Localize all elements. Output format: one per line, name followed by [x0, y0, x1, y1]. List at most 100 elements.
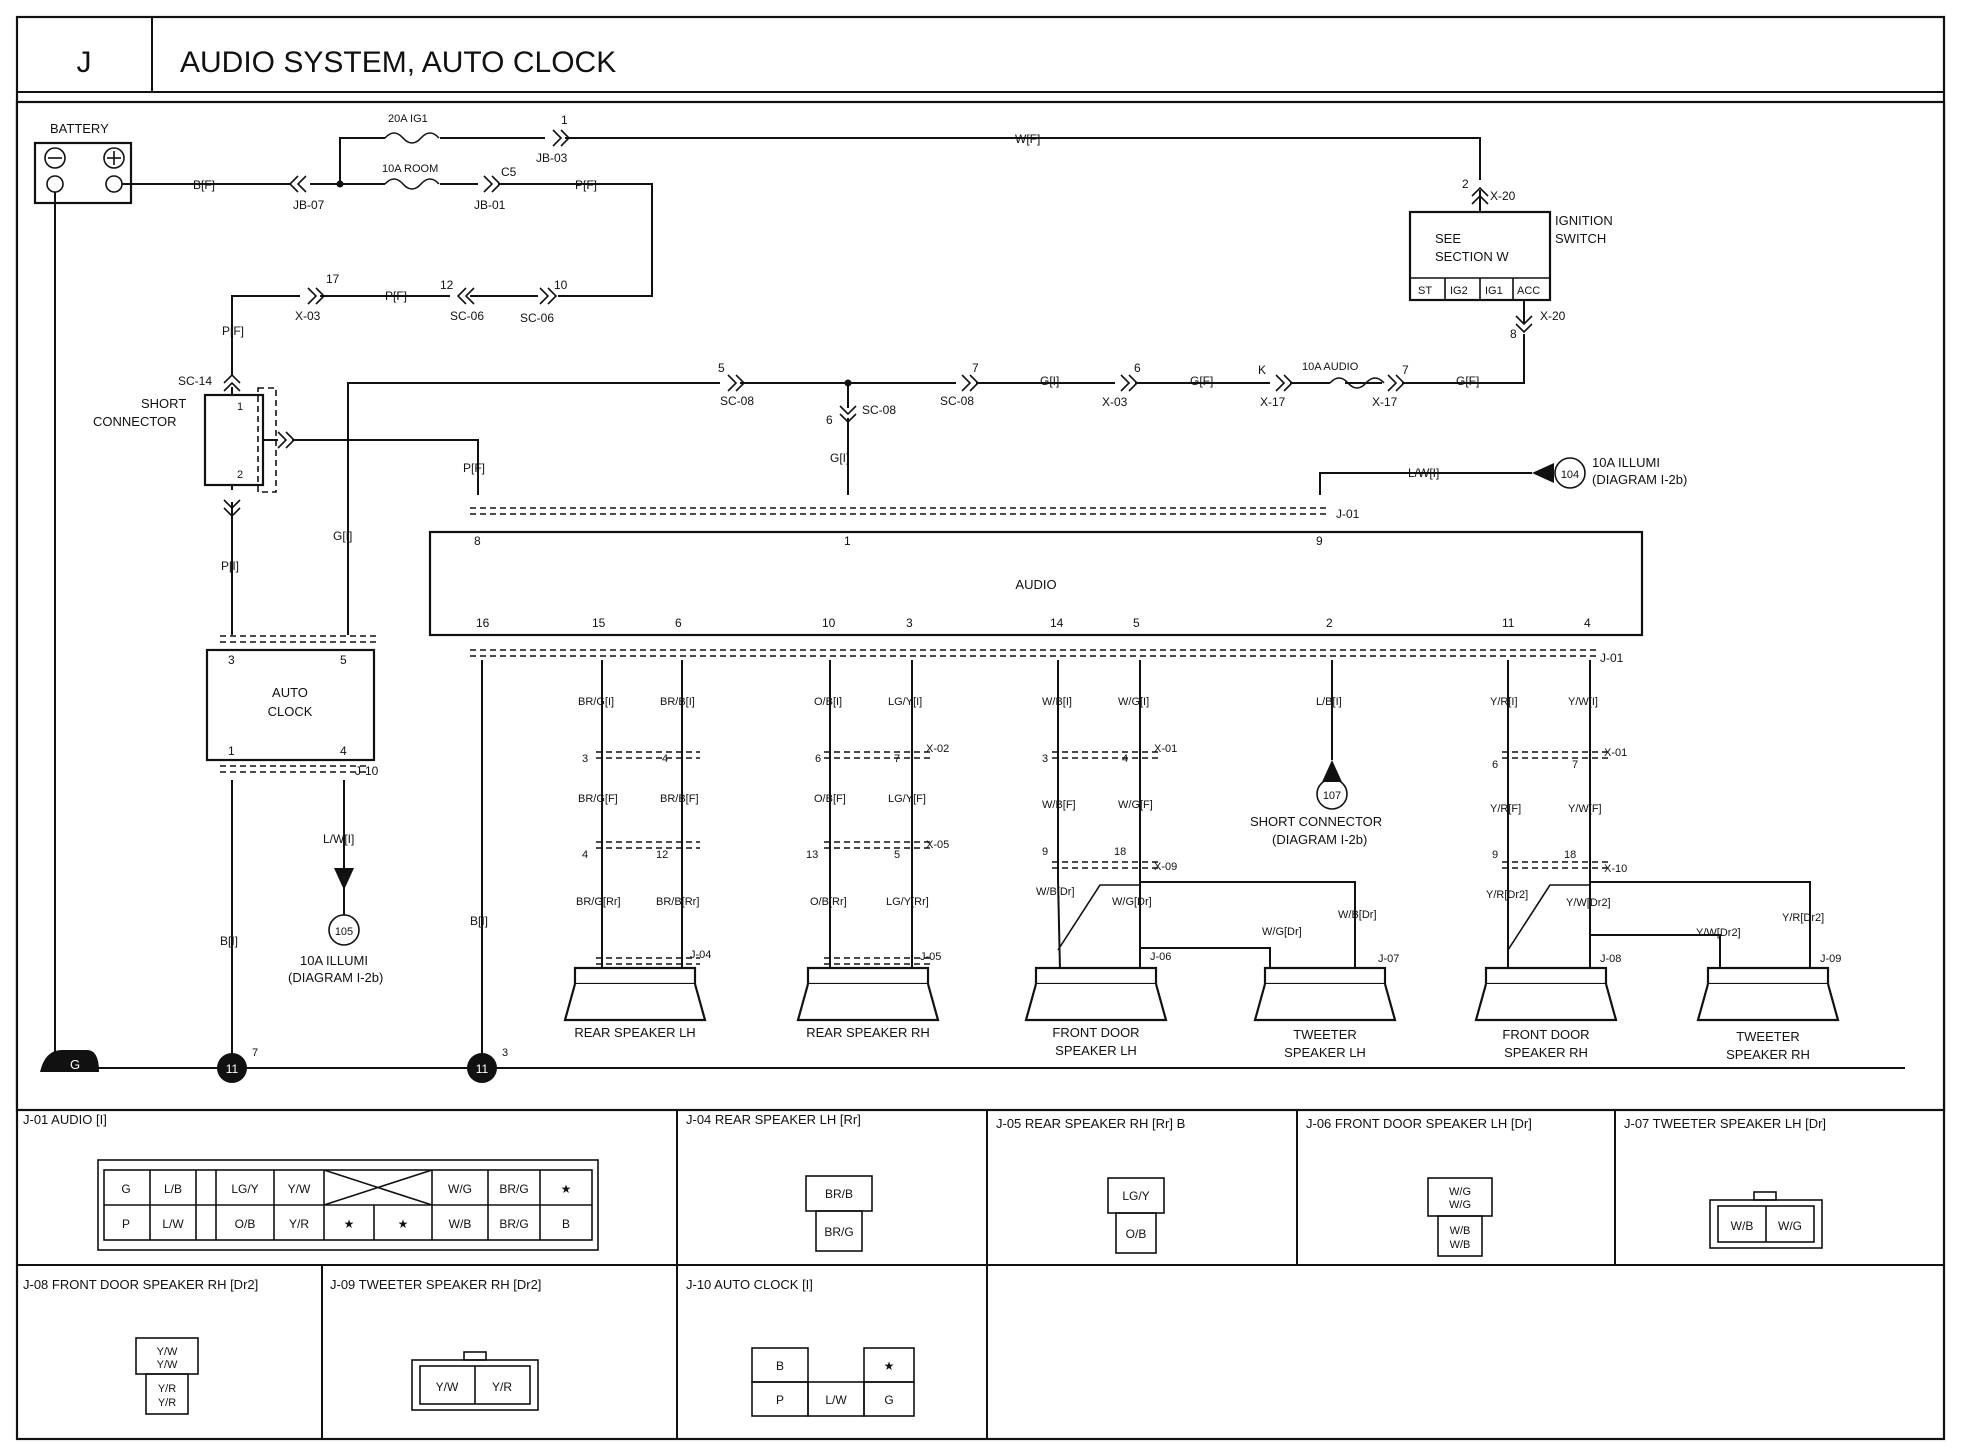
pin-label: 9 [1492, 849, 1498, 861]
pin-code: BR/G [824, 1225, 853, 1239]
pin-code: W/B [1450, 1239, 1471, 1251]
ref-104 [1532, 457, 1586, 489]
ignition-section: SECTION W [1435, 249, 1509, 264]
pin-label: 7 [894, 753, 900, 765]
wire-gf: G[F] [1190, 374, 1213, 388]
pin-code: Y/W [436, 1380, 459, 1394]
conn-x17: X-17 [1372, 395, 1398, 409]
pin-label: 5 [894, 849, 900, 861]
pin-label: 6 [1134, 361, 1141, 375]
fuse-ig1-label: 20A IG1 [388, 113, 428, 125]
fuse-audio-label: 10A AUDIO [1302, 361, 1359, 373]
conn-j10: J-10 [355, 764, 379, 778]
pin-code: BR/B [825, 1187, 853, 1201]
speaker-label: REAR SPEAKER LH [574, 1025, 695, 1040]
conn-sc06: SC-06 [450, 309, 484, 323]
wire-label: W/B[I] [1042, 696, 1072, 708]
conn-j01: J-01 [1336, 507, 1360, 521]
ref-104-num: 104 [1561, 469, 1579, 481]
audio-pin: 4 [1584, 616, 1591, 630]
conn-jb01: JB-01 [474, 198, 506, 212]
auto-clock-label: CLOCK [268, 704, 313, 719]
wire-gi: G[I] [830, 451, 849, 465]
conn-x02: X-02 [926, 743, 949, 755]
fuse-20a-ig1 [384, 132, 440, 144]
wire-gi: G[I] [333, 529, 352, 543]
pin-label: 7 [972, 361, 979, 375]
wire-pi: P[I] [221, 559, 239, 573]
audio-pin: 11 [1502, 616, 1515, 630]
battery-label: BATTERY [50, 121, 109, 136]
conn-sc06: SC-06 [520, 311, 554, 325]
pin-code: ★ [344, 1217, 355, 1231]
wire-lwi: L/W[I] [323, 832, 354, 846]
ref-107 [1316, 760, 1348, 810]
pin-code: Y/R [158, 1383, 176, 1395]
ref-107-diagram: (DIAGRAM I-2b) [1272, 832, 1367, 847]
wire-label: Y/W[Dr2] [1566, 897, 1611, 909]
pin-label: 5 [718, 361, 725, 375]
clock-pin: 4 [340, 744, 347, 758]
wire-label: Y/W[F] [1568, 803, 1602, 815]
clock-pin: 5 [340, 653, 347, 667]
conn-j04: J-04 [690, 949, 711, 961]
connector-j04-face [805, 1175, 873, 1252]
pin-label: 18 [1114, 846, 1126, 858]
short-connector-label: CONNECTOR [93, 414, 177, 429]
pin-label: 1 [237, 401, 243, 413]
audio-pin: 1 [844, 534, 851, 548]
inline-connectors [223, 129, 1533, 518]
conn-view-title: J-01 AUDIO [I] [23, 1112, 107, 1127]
ref-105 [328, 868, 360, 946]
pin-code: W/B [1450, 1225, 1471, 1237]
conn-j07: J-07 [1378, 953, 1399, 965]
conn-x01: X-01 [1604, 747, 1627, 759]
wire-label: Y/R[I] [1490, 696, 1518, 708]
conn-x10: X-10 [1604, 863, 1627, 875]
pin-label: 4 [582, 849, 588, 861]
wire-label: Y/W[Dr2] [1696, 927, 1741, 939]
conn-view-title: J-05 REAR SPEAKER RH [Rr] B [996, 1116, 1185, 1131]
pin-label: 2 [237, 469, 243, 481]
pin-code: ★ [561, 1182, 572, 1196]
pin-code: W/G [448, 1182, 472, 1196]
conn-j05: J-05 [920, 951, 941, 963]
ignition-st: ST [1418, 285, 1432, 297]
conn-sc14: SC-14 [178, 374, 212, 388]
audio-pin: 8 [474, 534, 481, 548]
conn-x03: X-03 [295, 309, 321, 323]
wire-label: Y/R[Dr2] [1486, 889, 1528, 901]
wire-label: W/G[F] [1118, 799, 1153, 811]
speaker-label: FRONT DOOR [1052, 1025, 1139, 1040]
wire-label: BR/G[F] [578, 793, 618, 805]
wire-label: O/B[F] [814, 793, 846, 805]
conn-jb07: JB-07 [293, 198, 325, 212]
pin-label: 12 [440, 278, 454, 292]
pin-code: W/B [449, 1217, 472, 1231]
pin-label: 3 [1042, 753, 1048, 765]
wire-label: BR/B[Rr] [656, 896, 699, 908]
audio-pin: 10 [822, 616, 836, 630]
ref-107-num: 107 [1323, 790, 1341, 802]
speaker-label: SPEAKER RH [1504, 1045, 1588, 1060]
wire-label: W/B[Dr] [1036, 886, 1075, 898]
speaker-label: TWEETER [1736, 1029, 1800, 1044]
conn-view-title: J-08 FRONT DOOR SPEAKER RH [Dr2] [23, 1277, 258, 1292]
wire-pf: P[F] [463, 461, 485, 475]
conn-view-title: J-10 AUTO CLOCK [I] [686, 1277, 813, 1292]
ignition-see: SEE [1435, 231, 1461, 246]
audio-pin: 2 [1326, 616, 1333, 630]
ground-sup: 3 [502, 1047, 508, 1059]
wire-label: Y/R[F] [1490, 803, 1521, 815]
ground-g: G [70, 1057, 80, 1072]
conn-sc08: SC-08 [940, 394, 974, 408]
wire-label: BR/B[F] [660, 793, 699, 805]
ground-node: 11 [476, 1062, 489, 1076]
audio-pin: 3 [906, 616, 913, 630]
wire-label: O/B[I] [814, 696, 842, 708]
audio-pin: 9 [1316, 534, 1323, 548]
connector-j09-face [411, 1351, 539, 1411]
pin-code: ★ [398, 1217, 409, 1231]
conn-sc08: SC-08 [720, 394, 754, 408]
